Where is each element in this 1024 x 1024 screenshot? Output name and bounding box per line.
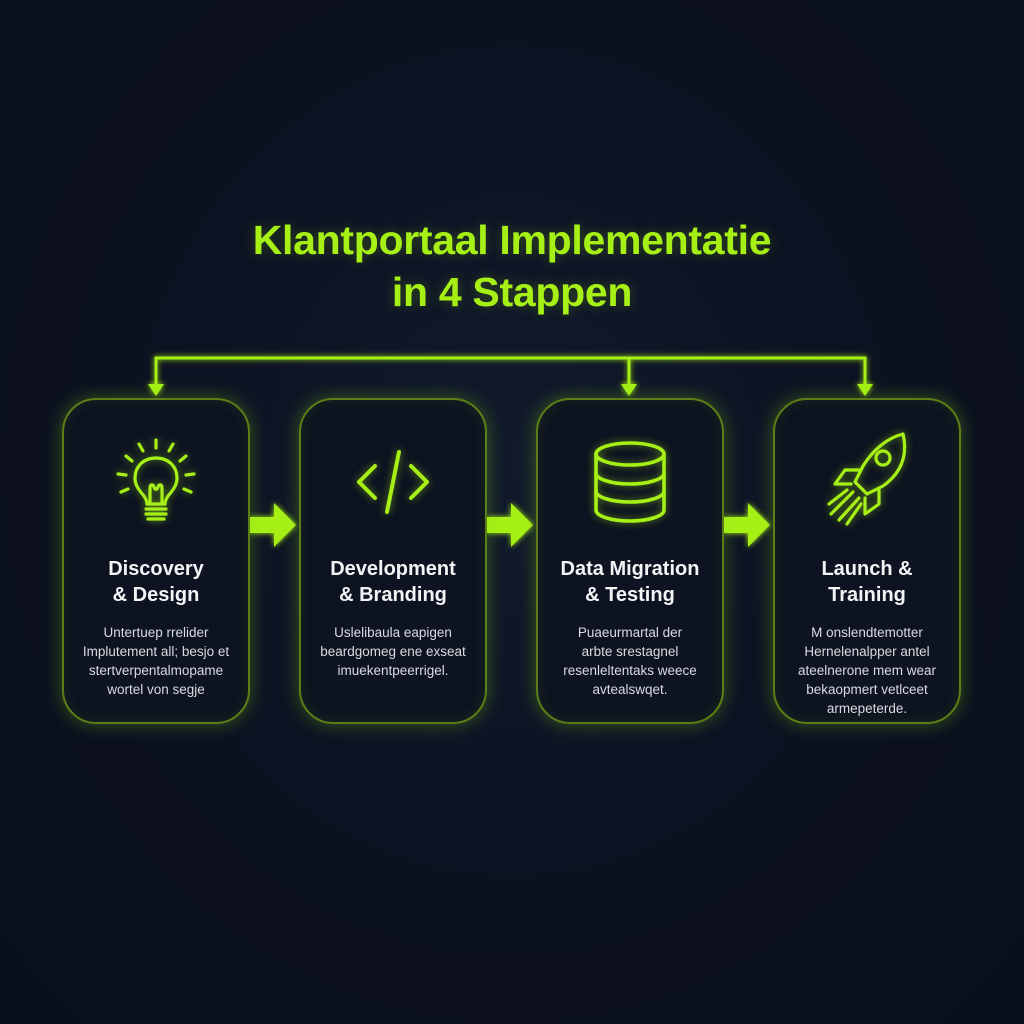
step-arrow-3-4 <box>724 503 770 547</box>
database-icon <box>580 430 680 530</box>
description-line: Untertuep rrelider <box>103 625 209 640</box>
description-line: Implutement all; besjo et <box>82 644 230 659</box>
description-line: beardgomeg ene exseat <box>320 644 466 659</box>
step-description: M onslendtemotter Hernelenalpper antel a… <box>783 623 951 718</box>
step-title-line: & Testing <box>585 584 675 606</box>
step-title-line: Discovery <box>108 558 204 580</box>
description-line: avtealswqet. <box>592 682 668 697</box>
description-line: arbte srestagnel <box>581 644 679 659</box>
title-line-2: in 4 Stappen <box>391 269 633 315</box>
step-title: Discovery & Design <box>70 556 242 608</box>
step-card-launch: Launch & Training M onslendtemotter Hern… <box>773 398 961 724</box>
step-title-line: & Branding <box>339 584 447 606</box>
description-line: M onslendtemotter <box>811 625 923 640</box>
step-arrow-1-2 <box>250 503 296 547</box>
description-line: Uslelibaula eapigen <box>334 625 452 640</box>
step-title-line: Development <box>330 558 456 580</box>
description-line: bekaopmert vetlceet <box>806 682 928 697</box>
step-description: Puaeurmartal der arbte srestagnel resenl… <box>546 623 714 699</box>
rocket-icon <box>817 430 917 530</box>
step-title-line: Launch & <box>821 558 913 580</box>
down-arrow-1 <box>148 384 164 396</box>
description-line: stertverpentalmopame <box>88 663 224 678</box>
lightbulb-icon <box>106 430 206 530</box>
description-line: imuekentpeerrigel. <box>337 663 449 678</box>
step-card-data-migration: Data Migration & Testing Puaeurmartal de… <box>536 398 724 724</box>
step-title: Development & Branding <box>307 556 479 608</box>
down-arrow-4 <box>857 384 873 396</box>
step-description: Uslelibaula eapigen beardgomeg ene exsea… <box>309 623 477 680</box>
description-line: armepeterde. <box>826 701 908 716</box>
title-line-1: Klantportaal Implementatie <box>252 217 772 263</box>
description-line: resenleltentaks weece <box>563 663 697 678</box>
step-title-line: & Design <box>112 584 200 606</box>
step-card-development: Development & Branding Uslelibaula eapig… <box>299 398 487 724</box>
code-icon <box>343 430 443 530</box>
step-title: Launch & Training <box>781 556 953 608</box>
down-arrow-3 <box>621 384 637 396</box>
description-line: ateelnerone mem wear <box>797 663 937 678</box>
top-branch-connector <box>154 356 867 386</box>
step-description: Untertuep rrelider Implutement all; besj… <box>72 623 240 699</box>
step-title: Data Migration & Testing <box>544 556 716 608</box>
page-title: Klantportaal Implementatie in 4 Stappen <box>0 214 1024 318</box>
step-title-line: Data Migration <box>560 558 700 580</box>
step-card-discovery: Discovery & Design Untertuep rrelider Im… <box>62 398 250 724</box>
description-line: Puaeurmartal der <box>577 625 683 640</box>
description-line: wortel von segje <box>107 682 205 697</box>
step-title-line: Training <box>828 584 906 606</box>
description-line: Hernelenalpper antel <box>804 644 930 659</box>
step-arrow-2-3 <box>487 503 533 547</box>
